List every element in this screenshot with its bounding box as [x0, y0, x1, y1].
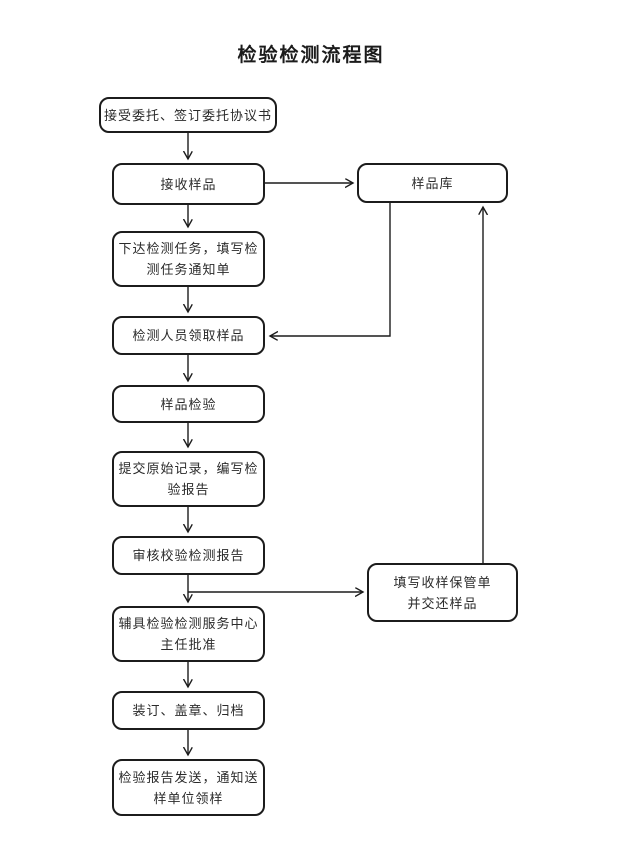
flow-node-submit-records: 提交原始记录，编写检 验报告 — [112, 451, 265, 507]
flow-node-accept-commission: 接受委托、签订委托协议书 — [99, 97, 277, 133]
flow-node-review-report: 审核校验检测报告 — [112, 536, 265, 575]
flow-node-sample-storage: 样品库 — [357, 163, 508, 203]
flow-node-bind-seal-archive: 装订、盖章、归档 — [112, 691, 265, 730]
flow-node-director-approval: 辅具检验检测服务中心 主任批准 — [112, 606, 265, 662]
flow-node-assign-task: 下达检测任务，填写检 测任务通知单 — [112, 231, 265, 287]
page-title: 检验检测流程图 — [237, 45, 385, 66]
flow-node-sample-testing: 样品检验 — [112, 385, 265, 423]
edge-storage-collect — [270, 203, 391, 336]
flow-node-collect-sample: 检测人员领取样品 — [112, 316, 265, 355]
flow-node-send-report: 检验报告发送，通知送 样单位领样 — [112, 759, 265, 816]
flow-node-receive-sample: 接收样品 — [112, 163, 265, 205]
flow-node-return-sample: 填写收样保管单 并交还样品 — [367, 563, 518, 622]
